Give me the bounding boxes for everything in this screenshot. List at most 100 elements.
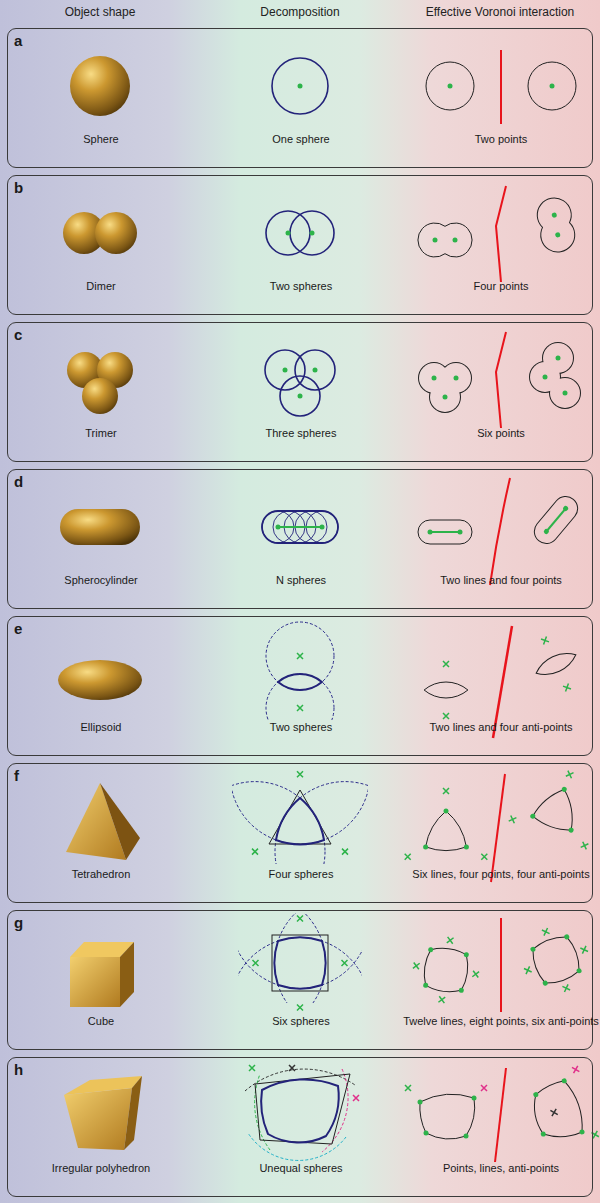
row-g-art-g-path xyxy=(274,937,325,988)
row-b-art-g-circle xyxy=(555,232,561,238)
row-d-art-line xyxy=(278,526,322,528)
row-f-art-g-use xyxy=(566,771,574,779)
row-c-art xyxy=(67,332,580,428)
row-b-art-g-path xyxy=(535,195,578,254)
interaction-caption: Six points xyxy=(403,427,599,440)
decomposition-caption: N spheres xyxy=(211,574,391,587)
row-c-art-circle xyxy=(313,368,318,373)
row-d-art-g-rect xyxy=(529,492,582,549)
row-h-art xyxy=(64,1065,599,1162)
panel-letter: b xyxy=(14,179,44,196)
row-e-art-g-use xyxy=(443,713,449,719)
row-g-art-g-use xyxy=(447,937,454,944)
panel-letter: a xyxy=(14,32,44,49)
panel-letter: h xyxy=(14,1061,44,1078)
panel-letter: f xyxy=(14,767,44,784)
row-h-art-g-circle xyxy=(579,1129,585,1135)
row-g-art-polygon xyxy=(120,942,134,1007)
row-f-art-g-circle xyxy=(444,809,449,814)
row-g-art-g xyxy=(409,933,484,1008)
decomposition-caption: Three spheres xyxy=(211,427,391,440)
row-d-art-rect xyxy=(262,511,338,543)
row-g-art-g-circle xyxy=(542,980,548,986)
row-g-art-polygon xyxy=(70,957,120,1007)
row-h-art-g-circle xyxy=(533,1092,539,1098)
row-e-art-g-use xyxy=(443,661,449,667)
row-g-art-g-use xyxy=(253,960,259,966)
row-h-art-g-use xyxy=(353,1095,359,1101)
interaction-caption: Six lines, four points, four anti-points xyxy=(403,868,599,881)
row-b-art-circle xyxy=(95,212,137,254)
row-f-art-g-g-circle xyxy=(232,768,368,844)
row-g-art-g-circle xyxy=(564,934,570,940)
row-f-art-g-g xyxy=(232,768,368,864)
row-f-art-g-circle xyxy=(464,844,469,849)
row-h-art-polygon xyxy=(124,1076,142,1150)
row-b-art-g-circle xyxy=(551,212,557,218)
row-f-art-g-use xyxy=(509,816,517,824)
shape-caption: Irregular polyhedron xyxy=(11,1162,191,1175)
row-h-art-g-use xyxy=(550,1109,557,1116)
row-a-art-circle xyxy=(298,84,303,89)
row-h-art-g-circle xyxy=(472,1096,477,1101)
column-header: Decomposition xyxy=(205,5,395,19)
row-f-art-g-use xyxy=(443,788,449,794)
row-h-art-g xyxy=(526,1065,599,1151)
row-panel: eEllipsoidTwo spheresTwo lines and four … xyxy=(7,616,593,756)
row-f-art-g-use xyxy=(481,854,487,860)
row-f-art-g-use xyxy=(581,842,589,850)
decomposition-caption: Six spheres xyxy=(211,1015,391,1028)
row-c-art-circle xyxy=(454,376,459,381)
row-d-art-path xyxy=(490,478,510,585)
row-d-art xyxy=(60,478,583,585)
panel-letter: d xyxy=(14,473,44,490)
row-f-art-polygon xyxy=(100,783,140,860)
row-g-art-line xyxy=(500,918,502,1012)
row-c-art-circle xyxy=(556,356,561,361)
row-e-art-g-g-circle xyxy=(266,674,334,720)
row-a-art-circle xyxy=(70,56,130,116)
shape-caption: Tetrahedron xyxy=(11,868,191,881)
row-c-art-circle xyxy=(280,376,320,416)
row-f-art-g-use xyxy=(252,849,258,855)
row-f-art-g-use xyxy=(297,771,303,777)
shape-caption: Trimer xyxy=(11,427,191,440)
row-c-art-circle xyxy=(443,395,448,400)
row-panel: gCubeSix spheresTwelve lines, eight poin… xyxy=(7,910,593,1050)
row-c-art-circle xyxy=(82,378,118,414)
row-b-art-circle xyxy=(310,231,315,236)
row-h-art-g-circle xyxy=(540,1131,546,1137)
row-g-art-g-use xyxy=(542,928,550,936)
row-g-art-g-circle xyxy=(458,988,464,994)
decomposition-caption: One sphere xyxy=(211,133,391,146)
row-b-art-circle xyxy=(290,211,334,255)
row-c-art-circle xyxy=(543,375,548,380)
row-e-art-g-use xyxy=(297,653,303,659)
row-c-art-polyline xyxy=(496,332,506,428)
shape-caption: Cube xyxy=(11,1015,191,1028)
row-g-art-g-use xyxy=(472,971,479,978)
row-a-art-line xyxy=(500,50,502,124)
row-d-art-g xyxy=(418,520,472,544)
row-a-art-circle xyxy=(426,62,474,110)
row-panel: hIrregular polyhedronUnequal spheresPoin… xyxy=(7,1057,593,1197)
row-c-art-circle xyxy=(432,376,437,381)
row-g-art-g-g-circle xyxy=(238,913,362,989)
row-panel: fTetrahedronFour spheresSix lines, four … xyxy=(7,763,593,903)
row-h-art-g-circle xyxy=(424,1131,429,1136)
row-h-art-g-use xyxy=(405,1085,411,1091)
row-g-art-g-g-circle xyxy=(238,938,362,1004)
decomposition-caption: Two spheres xyxy=(211,280,391,293)
row-g-art-g-use xyxy=(438,996,445,1003)
row-h-art-g-use xyxy=(572,1066,579,1073)
panel-letter: c xyxy=(14,326,44,343)
row-f-art-line xyxy=(491,774,505,882)
row-b-art-circle xyxy=(286,231,291,236)
row-g-art-g-g xyxy=(238,913,362,1003)
row-a-art-circle xyxy=(528,62,576,110)
row-h-art-polygon xyxy=(64,1088,132,1150)
row-g-art-g-circle xyxy=(423,982,429,988)
row-e-art-g xyxy=(524,628,588,699)
decomposition-caption: Unequal spheres xyxy=(211,1162,391,1175)
